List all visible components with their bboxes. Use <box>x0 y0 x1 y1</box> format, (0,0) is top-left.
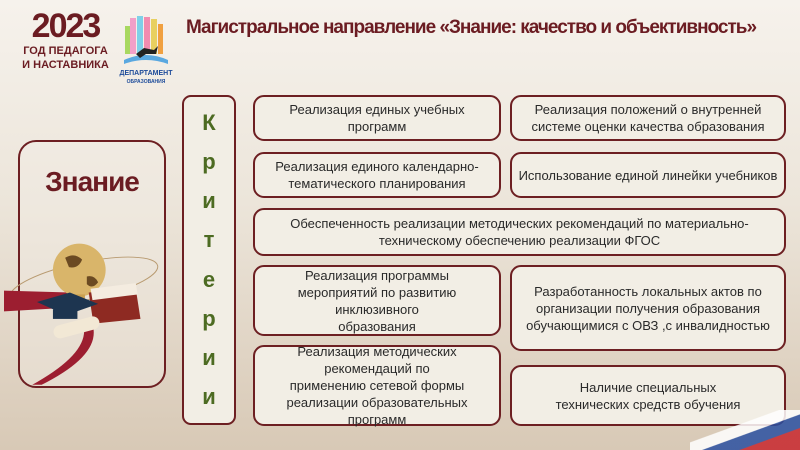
page-title: Магистральное направление «Знание: качес… <box>186 17 757 38</box>
criteria-letter: и <box>202 188 216 214</box>
criterion-box: Разработанность локальных актов по орган… <box>510 265 786 351</box>
znanie-label: Знание <box>45 166 140 197</box>
criteria-letter: р <box>202 148 216 174</box>
logo-year: 2023 <box>31 7 102 45</box>
year-of-teacher-logo: 2023 ГОД ПЕДАГОГА И НАСТАВНИКА <box>18 8 113 83</box>
department-logo: ДЕПАРТАМЕНТ ОБРАЗОВАНИЯ <box>118 14 174 86</box>
department-sub: ОБРАЗОВАНИЯ <box>126 79 166 85</box>
criterion-box: Реализация единых учебных программ <box>253 95 501 141</box>
criterion-box: Реализация программы мероприятий по разв… <box>253 265 501 336</box>
znanie-panel: Знание <box>4 140 166 388</box>
criteria-letter: е <box>202 266 216 292</box>
globe-books-illustration-icon <box>4 243 159 385</box>
criterion-box: Использование единой линейки учебников <box>510 152 786 198</box>
logo-line1: ГОД ПЕДАГОГА <box>23 45 108 57</box>
criteria-letter: р <box>202 305 216 331</box>
criteria-letter: т <box>203 227 215 253</box>
logo-line2: И НАСТАВНИКА <box>22 59 109 71</box>
criterion-box: Обеспеченность реализации методических р… <box>253 208 786 256</box>
books-icon <box>124 16 168 64</box>
criterion-box: Реализация единого календарно-тематическ… <box>253 152 501 198</box>
criterion-box: Реализация методических рекомендаций по … <box>253 344 501 427</box>
department-name: ДЕПАРТАМЕНТ <box>119 70 173 77</box>
criteria-column: К р и т е р и и <box>182 95 236 425</box>
criteria-letter: и <box>202 384 216 410</box>
criterion-box: Реализация положений о внутренней систем… <box>510 95 786 141</box>
criteria-letter: и <box>202 345 216 371</box>
russian-flag-decoration <box>690 410 800 450</box>
criteria-letter: К <box>202 109 216 135</box>
